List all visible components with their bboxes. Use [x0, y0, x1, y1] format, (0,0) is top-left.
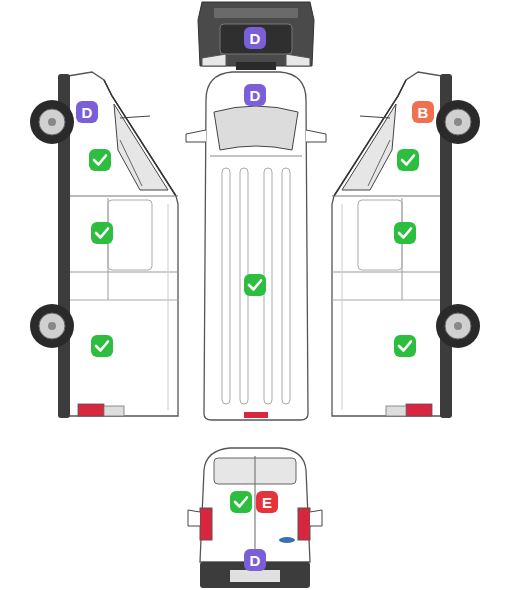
rear-view [188, 448, 322, 588]
damage-code: D [250, 88, 261, 103]
damage-code-badge: E [256, 491, 278, 513]
top-view [186, 72, 326, 420]
damage-code-badge: D [244, 549, 266, 571]
damage-code: D [250, 553, 261, 568]
damage-code: D [250, 31, 261, 46]
damage-code-badge: D [244, 27, 266, 49]
damage-code-badge: D [244, 84, 266, 106]
damage-code-badge: D [76, 101, 98, 123]
left-side-view [30, 72, 178, 418]
right-side-view [332, 72, 480, 418]
damage-code-badge: B [412, 101, 434, 123]
damage-code: E [262, 495, 272, 510]
damage-code: B [418, 105, 429, 120]
ok-marks [89, 149, 419, 513]
damage-code: D [82, 105, 93, 120]
front-view [198, 2, 314, 70]
